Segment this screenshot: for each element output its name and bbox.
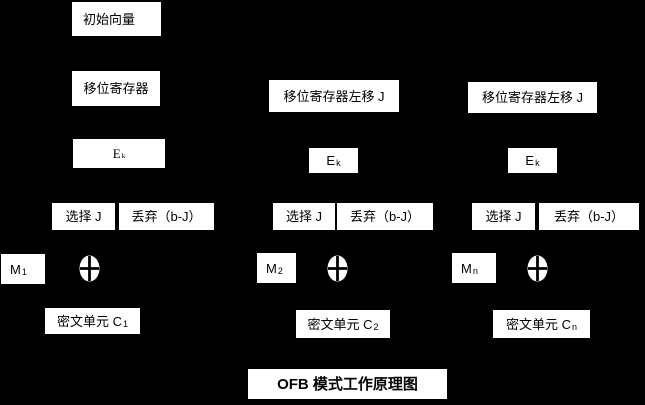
message-sub-1: 1 (21, 266, 27, 277)
encrypt-sub-1: k (121, 152, 126, 160)
message-label-3: M (461, 260, 472, 276)
select-box-3: 选择 J (472, 203, 535, 230)
encrypt-label-1: E (112, 146, 121, 161)
message-sub-3: n (472, 265, 478, 276)
encrypt-label-3: E (525, 153, 535, 168)
select-box-2: 选择 J (273, 203, 335, 230)
message-label-2: M (266, 260, 277, 276)
encrypt-label-2: E (326, 153, 336, 168)
message-label-1: M (10, 261, 21, 277)
shift-register-box-1: 移位寄存器 (72, 71, 160, 106)
discard-box-1: 丢弃（b-J） (119, 203, 214, 230)
cipher-label-1: 密文单元 C (56, 313, 122, 329)
select-box-1: 选择 J (52, 203, 115, 230)
xor-icon-3 (527, 255, 548, 282)
xor-icon-2 (327, 255, 348, 282)
encrypt-sub-2: k (336, 158, 341, 168)
xor-icon-1 (79, 255, 100, 282)
cipher-sub-3: n (572, 321, 578, 332)
diagram-title: OFB 模式工作原理图 (248, 369, 447, 399)
initial-vector-box: 初始向量 (72, 2, 161, 36)
discard-box-2: 丢弃（b-J） (337, 203, 433, 230)
message-sub-2: 2 (277, 265, 283, 276)
cipher-label-3: 密文单元 C (505, 316, 571, 332)
shift-register-box-2: 移位寄存器左移 J (269, 80, 399, 112)
cipher-label-2: 密文单元 C (307, 316, 373, 332)
discard-box-3: 丢弃（b-J） (539, 203, 639, 230)
cipher-sub-2: 2 (373, 321, 379, 332)
encrypt-sub-3: k (535, 158, 540, 168)
shift-register-box-3: 移位寄存器左移 J (468, 82, 597, 113)
cipher-sub-1: 1 (123, 318, 129, 329)
